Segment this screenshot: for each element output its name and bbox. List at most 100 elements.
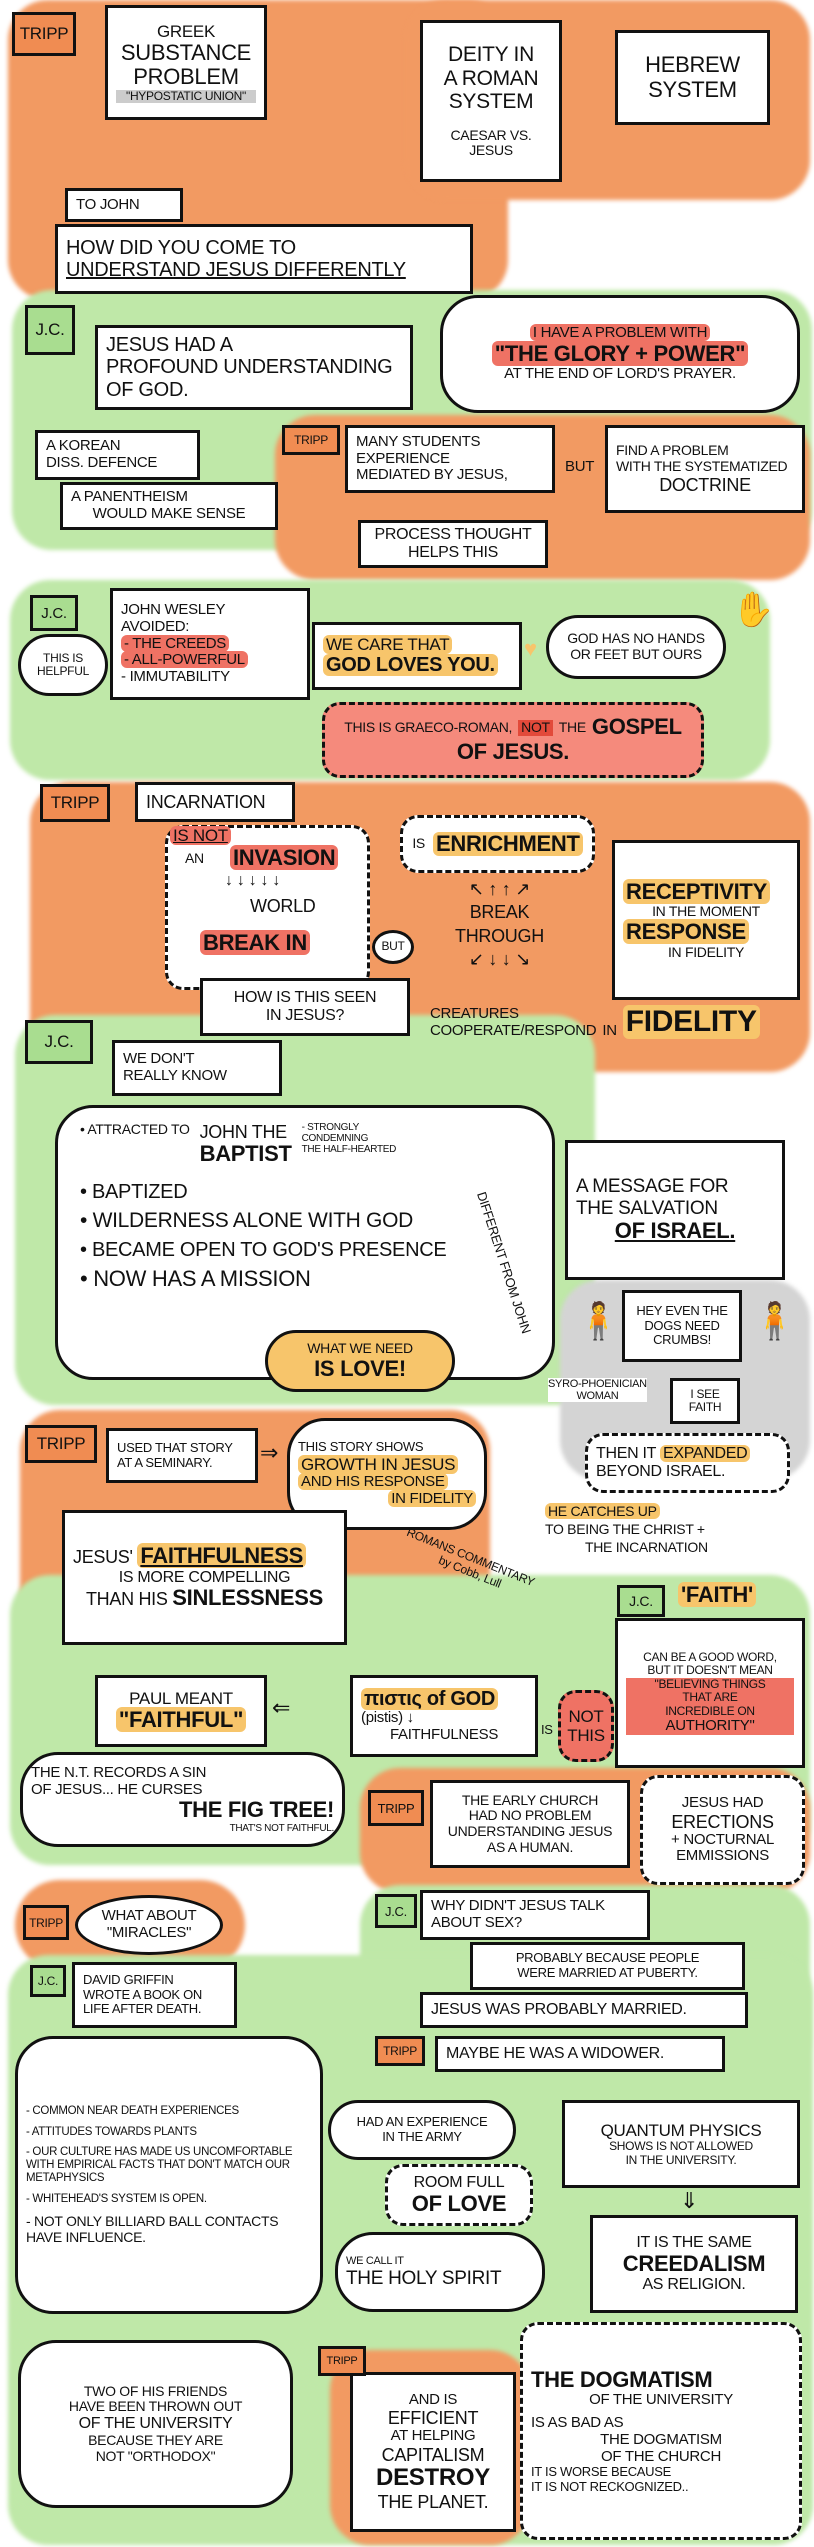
text-line: OF LOVE [411,2190,507,2216]
text-line: THE FIG TREE! [179,1797,334,1823]
korean-defence-box: A KOREAN DISS. DEFENCE [35,430,200,480]
panentheism-box: A PANENTHEISM WOULD MAKE SENSE [60,482,278,530]
text-line: "BELIEVING THINGS [626,1677,794,1692]
text-line: THIS STORY SHOWS [298,1439,424,1455]
text-line: IS NOT [170,826,231,845]
griffin-box: DAVID GRIFFIN WROTE A BOOK ON LIFE AFTER… [72,1962,237,2028]
receptivity-box: RECEPTIVITY IN THE MOMENT RESPONSE IN FI… [612,840,800,1000]
text-line: OF JESUS... HE CURSES [31,1780,203,1798]
text-line: THE HALF-HEARTED [301,1144,397,1156]
arrow-left-icon: ⇐ [272,1695,291,1720]
dogs-crumbs-bubble: HEY EVEN THE DOGS NEED CRUMBS! [622,1290,742,1362]
text-line: DAVID GRIFFIN [83,1972,174,1988]
text-line: OF THE UNIVERSITY [78,2415,233,2433]
text-line: A ROMAN [443,66,539,90]
text-line: THE DOGMATISM [600,2430,722,2448]
text-line: THROUGH [455,925,544,946]
quantum-physics-box: QUANTUM PHYSICS SHOWS IS NOT ALLOWED IN … [562,2100,800,2188]
text-line: ABOUT SEX? [431,1914,522,1931]
text-line: SHOWS IS NOT ALLOWED [609,2139,753,2154]
down-arrows-icon: ↓ ↓ ↓ ↓ ↓ [225,872,281,889]
text-line: IS LOVE! [314,1355,406,1381]
speaker-tag-tripp: TRIPP [25,1425,97,1463]
text-line: IT IS WORSE BECAUSE [531,2464,671,2480]
text-line: ERECTIONS [671,1811,774,1832]
text-line: THE PLANET. [377,2492,489,2513]
text-line: OF JESUS. [456,739,570,764]
text-line: CONDEMNING [301,1133,369,1145]
text-line: HELPFUL [37,664,89,678]
text-line: CRUMBS! [653,1332,711,1348]
faithfulness-box: JESUS' FAITHFULNESS IS MORE COMPELLING T… [62,1510,347,1645]
list-item: - COMMON NEAR DEATH EXPERIENCES [26,2104,239,2117]
text-line: THIS [567,1726,605,1745]
text-line: DOCTRINE [659,474,751,495]
glory-power-cloud: I HAVE A PROBLEM WITH "THE GLORY + POWER… [440,295,800,413]
text-line: UNDERSTANDING JESUS [447,1823,613,1839]
speaker-tag-tripp: TRIPP [23,1905,69,1940]
dont-know-box: WE DON'T REALLY KNOW [112,1040,282,1096]
text-line: LIFE AFTER DEATH. [83,2001,202,2017]
text-line: UNDERSTAND JESUS DIFFERENTLY [66,259,406,281]
text-line: MANY STUDENTS [356,432,481,450]
text-line: AUTHORITY" [626,1717,794,1735]
text-line: AT THE END OF LORD'S PRAYER. [504,365,736,383]
text-line: THIS IS [43,650,83,665]
catches-up-text: HE CATCHES UP TO BEING THE CHRIST + THE … [545,1502,708,1557]
text-line: WITH THE SYSTEMATIZED [616,457,788,474]
speaker-tag-tripp: TRIPP [375,2036,425,2066]
text-line: JESUS' [73,1546,133,1567]
graeco-roman-burst: THIS IS GRAECO-ROMAN, NOT THE GOSPEL OF … [322,702,704,778]
woman-figure-icon: 🧍 [576,1300,621,1341]
text-line: DESTROY [376,2464,490,2492]
text-line: GOSPEL [591,714,682,740]
text-line: THE DOGMATISM [531,2366,713,2392]
text-line: DEITY IN [448,43,534,67]
text-line: REALLY KNOW [123,1067,227,1084]
text-line: THEN IT [596,1445,656,1463]
text-line: + NOCTURNAL [671,1830,774,1848]
world-label: WORLD [250,896,316,916]
systematized-doctrine-box: FIND A PROBLEM WITH THE SYSTEMATIZED DOC… [605,425,805,513]
incarnation-box: INCARNATION [135,782,295,822]
god-loves-you-box: WE CARE THAT GOD LOVES YOU. [312,622,522,690]
text-line: JOHN WESLEY [121,601,226,618]
text-line: A MESSAGE FOR [576,1176,729,1198]
text-line: IN THE MOMENT [652,903,760,920]
how-seen-box: HOW IS THIS SEEN IN JESUS? [200,978,410,1036]
text-line: A PANENTHEISM [71,488,188,506]
not-this-burst: NOT THIS [558,1690,614,1762]
text-line: NOT [518,719,553,736]
text-line: HE CATCHES UP [545,1503,660,1519]
text-line: IN THE UNIVERSITY. [625,2152,737,2167]
hebrew-system-box: HEBREW SYSTEM [615,30,770,125]
text-line: "MIRACLES" [106,1924,192,1941]
text-line: I HAVE A PROBLEM WITH [529,323,711,341]
text-line: - ALL-POWERFUL [121,651,248,669]
process-thought-box: PROCESS THOUGHT HELPS THIS [358,520,548,568]
text-line: QUANTUM PHYSICS [600,2121,762,2141]
text-line: NOT [568,1706,604,1726]
arrows-icon: ↖ ↑ ↑ ↗ [468,879,530,899]
why-sex-box: WHY DIDN'T JESUS TALK ABOUT SEX? [420,1890,650,1940]
text-line: IN THE ARMY [382,2129,462,2144]
paul-meant-box: PAUL MEANT "FAITHFUL" [95,1675,267,1747]
text-line: EMMISSIONS [676,1847,769,1865]
text-line: - STRONGLY [301,1122,360,1133]
text-line: FAITH [688,1400,722,1414]
text-line: GOD HAS NO HANDS [567,630,705,647]
text-line: WOMAN [576,1390,619,1402]
speaker-tag-jc: J.C. [30,1965,66,1997]
text-line: AS A HUMAN. [486,1838,574,1855]
text-line: AVOIDED: [121,617,190,635]
speaker-tag-jc: J.C. [25,1020,93,1064]
text-line: THE [558,718,586,735]
text-line: THIS IS GRAECO-ROMAN, [344,718,513,735]
text-line: THE HOLY SPIRIT [346,2267,502,2289]
break-in-label: BREAK IN [200,930,310,956]
text-line: A KOREAN [46,437,121,455]
speaker-tag-tripp: TRIPP [12,12,76,56]
text-line: OF THE CHURCH [601,2447,721,2465]
speaker-tag-tripp: TRIPP [318,2346,366,2376]
text-line: GREEK [156,21,216,41]
